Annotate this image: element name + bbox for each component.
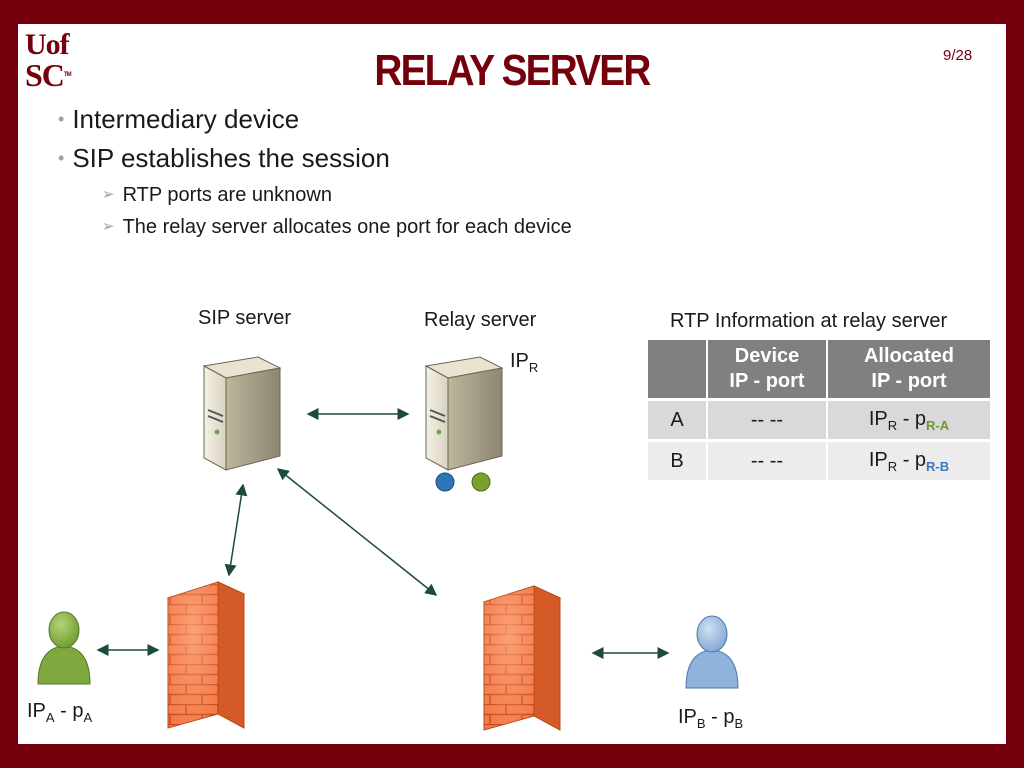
arrow-sip-firewall-b: [276, 468, 438, 596]
header-line: Device: [734, 345, 800, 367]
client-a-sep: - p: [54, 700, 84, 722]
port-dot-green: [471, 472, 491, 492]
relay-ip-main: IP: [510, 350, 529, 372]
logo-trademark: TM: [63, 72, 72, 78]
slide: Uof SCTM RELAY SERVER 9/28 • Intermediary…: [18, 24, 1006, 744]
relay-server-label: Relay server: [424, 309, 537, 331]
client-a-label: IPA - pA: [27, 700, 92, 725]
device-ip-port-cell: -- --: [708, 401, 828, 442]
table-header-cell: Device IP - port: [708, 340, 828, 401]
sip-server-label: SIP server: [198, 307, 291, 329]
client-b-port-sub: B: [734, 716, 744, 731]
alloc-sep: - p: [897, 448, 927, 471]
arrow-bullet-icon: ➢: [102, 218, 115, 235]
alloc-ip: IP: [868, 407, 888, 430]
bullet-text: SIP establishes the session: [72, 143, 390, 173]
device-ip-port-cell: -- --: [708, 442, 828, 483]
client-b-label: IPB - pB: [678, 706, 743, 731]
header-line: IP - port: [729, 370, 805, 392]
header-line: IP - port: [871, 370, 947, 392]
client-a-ip-sub: A: [45, 710, 55, 725]
slide-title: RELAY SERVER: [374, 46, 651, 95]
network-diagram: [37, 356, 739, 731]
relay-ip-sub: R: [528, 360, 539, 375]
allocated-ip-port-cell: IPR - pR-A: [828, 401, 990, 442]
client-a-ip: IP: [27, 700, 46, 722]
alloc-ip: IP: [868, 448, 888, 471]
bullet-item: • SIP establishes the session: [58, 143, 390, 174]
alloc-port-sub: R-B: [926, 458, 950, 474]
client-b-sep: - p: [705, 706, 735, 728]
sub-bullet-item: ➢ The relay server allocates one port for…: [102, 216, 572, 239]
university-logo: Uof SCTM: [25, 28, 72, 93]
logo-line-2: SCTM: [25, 57, 72, 93]
bullet-dot-icon: •: [58, 148, 65, 168]
alloc-ip-sub: R: [887, 458, 898, 474]
allocated-ip-port-cell: IPR - pR-B: [828, 442, 990, 483]
bullet-dot-icon: •: [58, 109, 65, 129]
table-caption: RTP Information at relay server: [670, 310, 948, 332]
header-line: Allocated: [863, 345, 955, 367]
sub-bullet-text: The relay server allocates one port for …: [122, 216, 572, 238]
client-b-ip: IP: [678, 706, 697, 728]
sub-bullet-text: RTP ports are unknown: [122, 184, 332, 206]
bullet-item: • Intermediary device: [58, 104, 299, 135]
relay-ip-label: IPR: [510, 350, 538, 375]
client-b-ip-sub: B: [696, 716, 706, 731]
table-header-cell: [648, 340, 708, 401]
logo-line-2-text: SC: [25, 57, 65, 93]
client-a-port-sub: A: [83, 710, 93, 725]
bullet-text: Intermediary device: [72, 104, 300, 134]
table-row: B -- -- IPR - pR-B: [648, 442, 990, 483]
client-a-user-icon: [37, 611, 91, 685]
firewall-a-icon: [166, 581, 246, 729]
arrow-bullet-icon: ➢: [102, 186, 115, 203]
logo-line-1: Uof: [25, 28, 70, 61]
page-number: 9/28: [943, 47, 973, 64]
alloc-sep: - p: [897, 407, 927, 430]
table-row: A -- -- IPR - pR-A: [648, 401, 990, 442]
sub-bullet-item: ➢ RTP ports are unknown: [102, 184, 332, 207]
port-dot-blue: [435, 472, 455, 492]
sip-server-icon: [202, 356, 282, 471]
firewall-b-icon: [482, 585, 562, 731]
client-b-user-icon: [685, 615, 739, 689]
alloc-port-sub: R-A: [926, 417, 950, 433]
rtp-info-table: Device IP - port Allocated IP - port A -- …: [648, 340, 990, 483]
device-cell: B: [648, 442, 708, 483]
table-header-cell: Allocated IP - port: [828, 340, 990, 401]
relay-server-icon: [424, 356, 504, 471]
table-header-row: Device IP - port Allocated IP - port: [648, 340, 990, 401]
arrow-sip-firewall-a: [224, 483, 248, 577]
alloc-ip-sub: R: [887, 417, 898, 433]
device-cell: A: [648, 401, 708, 442]
